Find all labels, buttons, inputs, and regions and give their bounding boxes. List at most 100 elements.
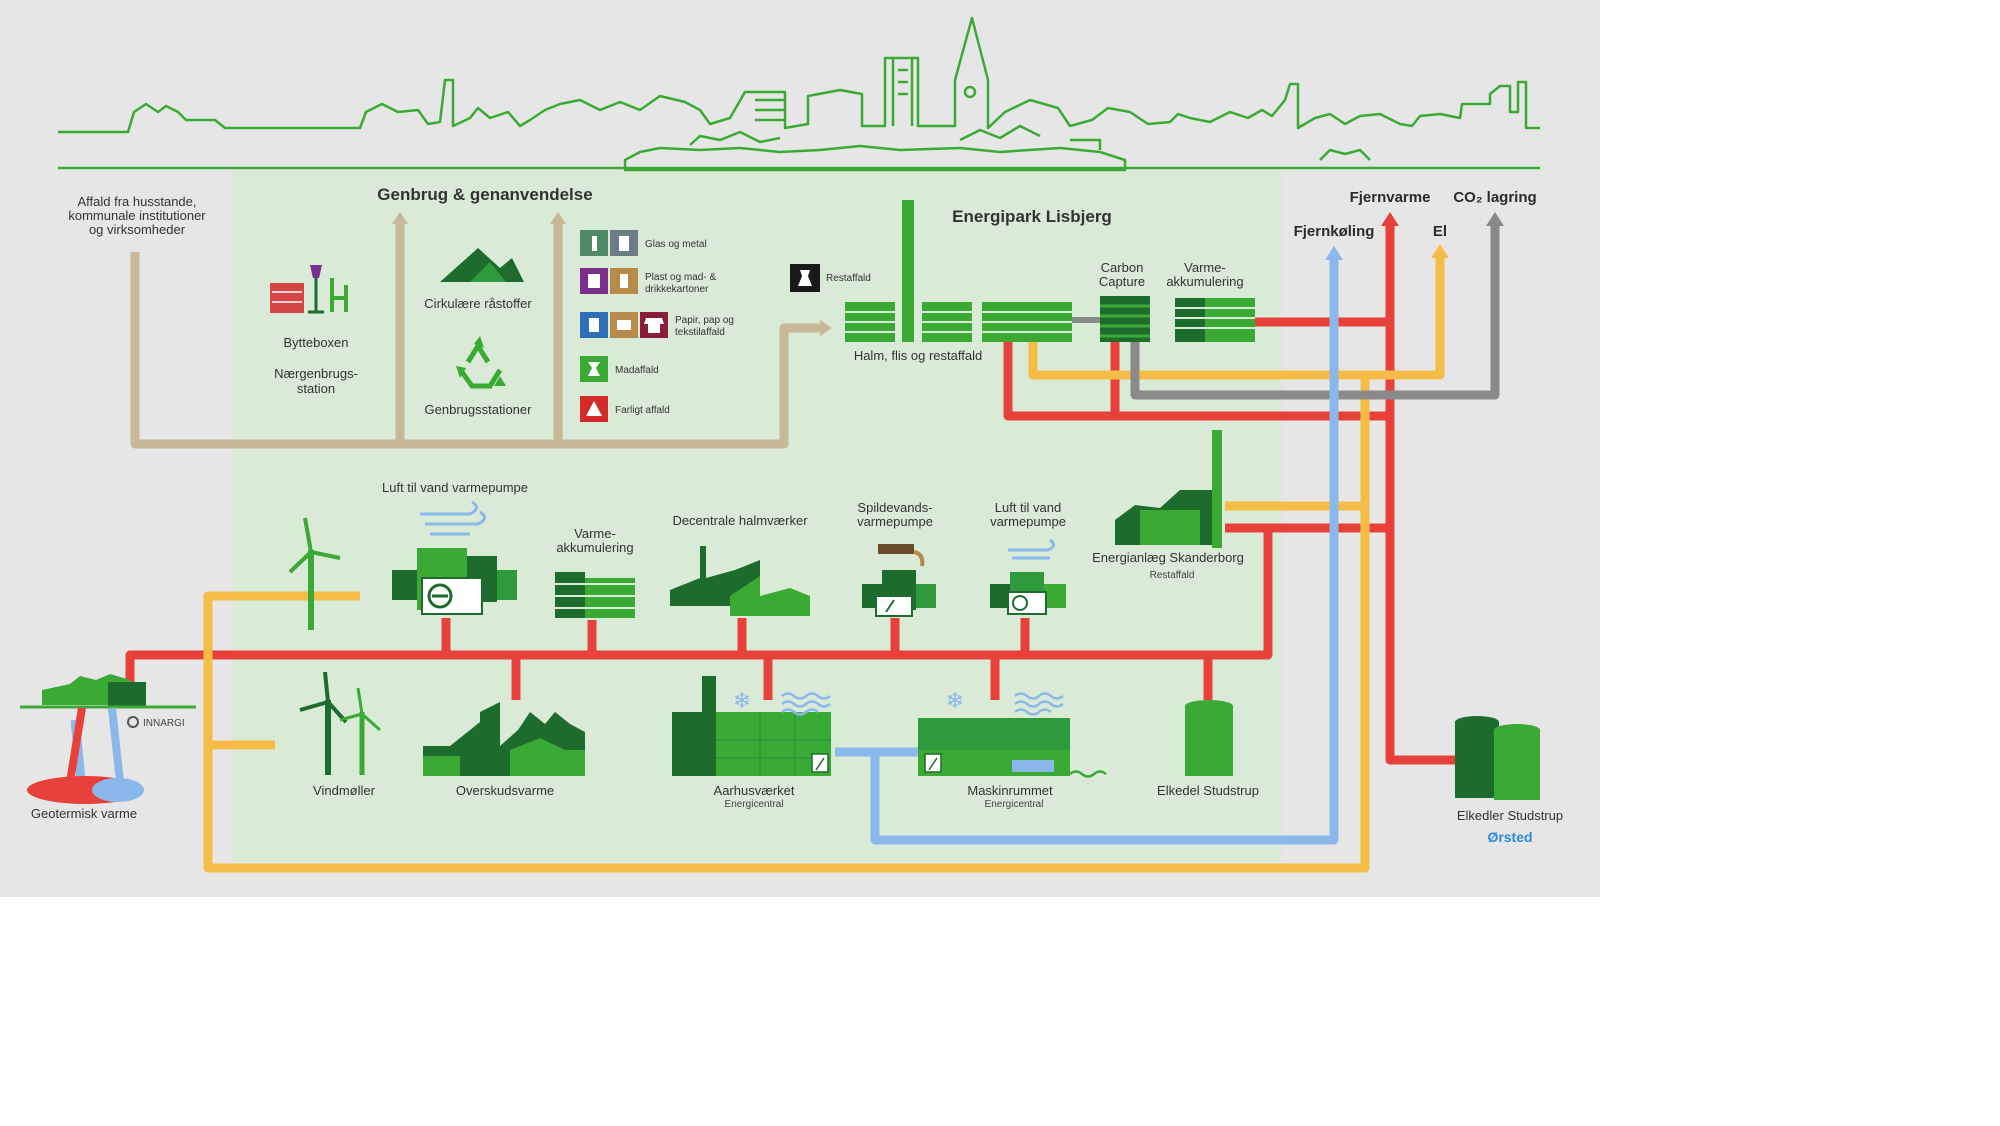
maskinrummet-sub: Energicentral bbox=[985, 799, 1044, 810]
mountain-icon bbox=[440, 248, 524, 282]
factory bbox=[423, 702, 585, 776]
vindmoller-label: Vindmøller bbox=[313, 783, 376, 798]
spildevand-label: Spildevands- varmepumpe bbox=[857, 500, 933, 529]
energipark-title: Energipark Lisbjerg bbox=[952, 207, 1112, 226]
fjernvarme-label: Fjernvarme bbox=[1350, 189, 1431, 206]
legend-papir-2: tekstilaffald bbox=[675, 327, 725, 338]
halm-label: Halm, flis og restaffald bbox=[854, 348, 982, 363]
elkedler-label: Elkedler Studstrup bbox=[1457, 808, 1563, 823]
svg-text:akkumulering: akkumulering bbox=[1166, 274, 1243, 289]
innargi-logo-icon bbox=[127, 716, 139, 728]
bytteboxen-label: Bytteboxen bbox=[283, 335, 348, 350]
furniture-icon bbox=[270, 265, 348, 314]
svg-text:akkumulering: akkumulering bbox=[556, 540, 633, 555]
carbon-capture-unit bbox=[1100, 296, 1150, 342]
varme-akk-top-label: Varme- akkumulering bbox=[1166, 260, 1243, 289]
arrow-up-icon bbox=[1431, 244, 1449, 258]
affald-label: Affald fra husstande, kommunale institut… bbox=[68, 194, 206, 237]
elkedler-tanks bbox=[1455, 716, 1540, 800]
waste-flow-pipe bbox=[130, 218, 822, 449]
arrow-up-icon bbox=[1325, 246, 1343, 260]
svg-text:Capture: Capture bbox=[1099, 274, 1145, 289]
genbrugsstationer-label: Genbrugsstationer bbox=[425, 402, 533, 417]
carbon-capture-label: Carbon Capture bbox=[1099, 260, 1145, 289]
water-waves-icon bbox=[1014, 692, 1064, 716]
recycle-icon bbox=[456, 336, 506, 389]
aarhusvaerket-label: Aarhusværket bbox=[714, 783, 795, 798]
sewage-pipe-icon bbox=[878, 544, 925, 567]
elkedel-label: Elkedel Studstrup bbox=[1157, 783, 1259, 798]
energipark-plant bbox=[845, 302, 1072, 342]
skanderborg-sub: Restaffald bbox=[1150, 570, 1195, 581]
aarhusvaerket-sub: Energicentral bbox=[725, 799, 784, 810]
chimney bbox=[902, 200, 914, 342]
legend-plast-1: Plast og mad- & bbox=[645, 272, 716, 283]
orsted-logo: Ørsted bbox=[1487, 829, 1532, 845]
svg-text:Luft til vand: Luft til vand bbox=[995, 500, 1062, 515]
overskudsvarme-label: Overskudsvarme bbox=[456, 783, 554, 798]
waste-legend: Glas og metal Plast og mad- & drikkekart… bbox=[580, 230, 734, 422]
restaffald-label: Restaffald bbox=[826, 273, 871, 284]
fan-icon bbox=[427, 583, 453, 609]
fan-icon bbox=[1012, 595, 1028, 611]
naergenbrug-label: Nærgenbrugs- station bbox=[274, 366, 358, 396]
svg-text:station: station bbox=[297, 381, 335, 396]
co2-pipe bbox=[1130, 222, 1500, 400]
wind-turbine-1 bbox=[288, 517, 341, 630]
snowflake-icon: ❄ bbox=[733, 688, 751, 713]
aarhusvaerket-plant bbox=[672, 676, 831, 776]
city-skyline bbox=[58, 16, 1540, 172]
legend-papir-1: Papir, pap og bbox=[675, 315, 734, 326]
maskinrummet-label: Maskinrummet bbox=[967, 783, 1053, 798]
legend-glas: Glas og metal bbox=[645, 239, 707, 250]
svg-text:Varme-: Varme- bbox=[1184, 260, 1226, 275]
svg-text:Carbon: Carbon bbox=[1101, 260, 1144, 275]
svg-text:Affald fra husstande,: Affald fra husstande, bbox=[77, 194, 196, 209]
legend-madaffald: Madaffald bbox=[615, 365, 659, 376]
arrow-up-icon bbox=[1486, 212, 1504, 226]
luft2-label: Luft til vand varmepumpe bbox=[990, 500, 1066, 529]
svg-text:Nærgenbrugs-: Nærgenbrugs- bbox=[274, 366, 358, 381]
co2-label: CO₂ lagring bbox=[1453, 189, 1536, 206]
arrow-up-icon bbox=[392, 212, 408, 224]
wind-air-icon bbox=[420, 500, 486, 536]
geothermal-pipes bbox=[66, 707, 124, 783]
svg-text:Spildevands-: Spildevands- bbox=[857, 500, 932, 515]
geotermisk-label: Geotermisk varme bbox=[31, 806, 137, 821]
water-waves-icon bbox=[781, 692, 831, 716]
arrow-up-icon bbox=[1381, 212, 1399, 226]
svg-text:Varme-: Varme- bbox=[574, 526, 616, 541]
svg-text:varmepumpe: varmepumpe bbox=[857, 514, 933, 529]
straw-plant bbox=[670, 546, 810, 616]
heat-storage-top bbox=[1175, 298, 1255, 342]
geothermal-reservoir-cold bbox=[92, 778, 144, 802]
svg-text:varmepumpe: varmepumpe bbox=[990, 514, 1066, 529]
decentrale-label: Decentrale halmværker bbox=[672, 513, 808, 528]
skanderborg-label: Energianlæg Skanderborg bbox=[1092, 550, 1244, 565]
luft1-label: Luft til vand varmepumpe bbox=[382, 480, 528, 495]
heat-pump-3 bbox=[990, 572, 1066, 615]
arrow-up-icon bbox=[550, 212, 566, 224]
varme-akk-mid-label: Varme- akkumulering bbox=[556, 526, 633, 555]
geothermal-plant bbox=[20, 674, 196, 709]
wind-turbines bbox=[299, 671, 381, 775]
cirkulaere-label: Cirkulære råstoffer bbox=[424, 296, 532, 311]
heat-pump-1 bbox=[392, 548, 517, 615]
district-heating-pipes bbox=[125, 222, 1458, 765]
el-label: El bbox=[1433, 223, 1447, 240]
heat-pump-2 bbox=[862, 570, 936, 617]
genbrug-title: Genbrug & genanvendelse bbox=[377, 185, 592, 204]
elkedel-tank bbox=[1185, 700, 1233, 776]
legend-farligt: Farligt affald bbox=[615, 405, 670, 416]
fjernkoling-label: Fjernkøling bbox=[1294, 223, 1375, 240]
wind-air-icon-2 bbox=[1008, 538, 1055, 560]
legend-plast-2: drikkekartoner bbox=[645, 284, 709, 295]
svg-text:kommunale institutioner: kommunale institutioner bbox=[68, 208, 206, 223]
snowflake-icon: ❄ bbox=[946, 688, 964, 713]
heat-storage-mid bbox=[555, 572, 635, 618]
innargi-label: INNARGI bbox=[143, 718, 185, 729]
svg-text:og virksomheder: og virksomheder bbox=[89, 222, 186, 237]
skanderborg-plant bbox=[1115, 430, 1222, 548]
maskinrummet-plant bbox=[918, 718, 1107, 778]
